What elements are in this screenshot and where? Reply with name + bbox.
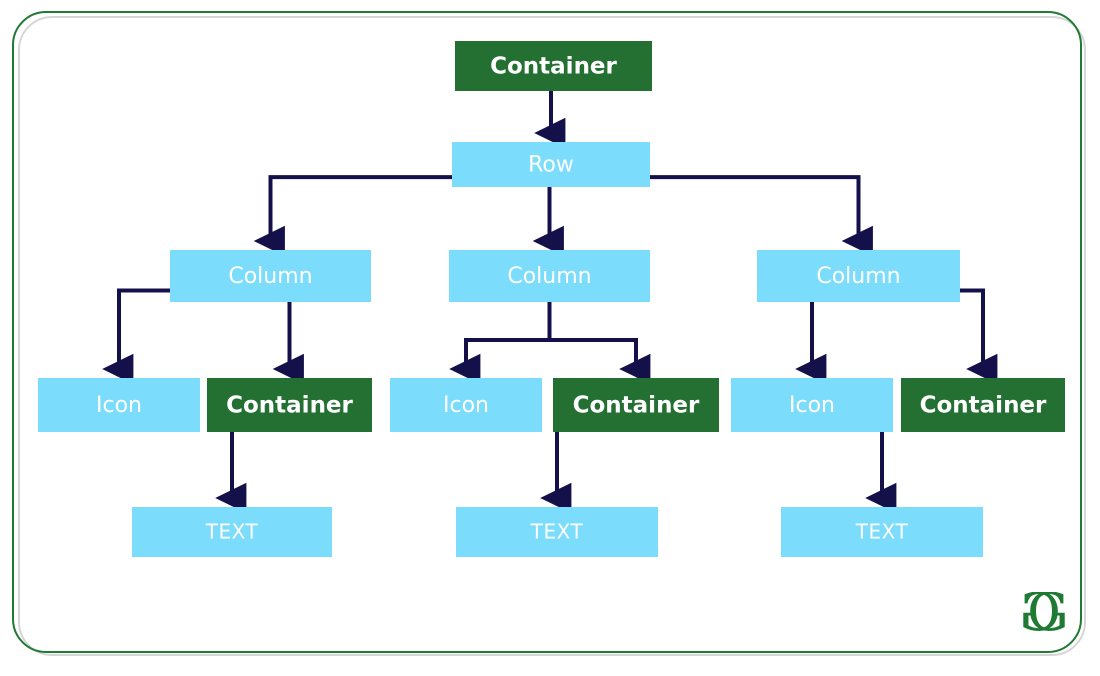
edge-column-2-container-2 (547, 302, 651, 385)
geeksforgeeks-logo: G G (1019, 592, 1069, 640)
node-box[interactable] (455, 41, 652, 91)
node-box[interactable] (207, 378, 372, 432)
node-row[interactable]: Row (452, 142, 650, 187)
node-box[interactable] (757, 250, 960, 302)
node-box[interactable] (781, 507, 983, 557)
node-label: TEXT (530, 520, 584, 544)
outer-frame-border (12, 11, 1082, 653)
node-box[interactable] (731, 378, 893, 432)
node-box[interactable] (132, 507, 332, 557)
node-box[interactable] (901, 378, 1065, 432)
node-label: Container (490, 54, 617, 80)
edge-row-column-1 (253, 175, 452, 257)
node-container-3[interactable]: Container (901, 378, 1065, 432)
node-label: Row (528, 153, 574, 178)
edge-column-3-container-3 (960, 288, 998, 385)
node-box[interactable] (456, 507, 658, 557)
node-icon-1[interactable]: Icon (38, 378, 200, 432)
node-box[interactable] (38, 378, 200, 432)
logo-left-glyph: G (1019, 592, 1061, 640)
node-text-2[interactable]: TEXT (456, 507, 658, 557)
edge-column-1-icon-1 (102, 288, 170, 385)
logo-right-glyph: G (1027, 592, 1069, 640)
frame-shadow (18, 16, 1086, 656)
node-label: Container (226, 393, 353, 419)
node-text-1[interactable]: TEXT (132, 507, 332, 557)
node-label: Column (228, 264, 312, 289)
node-label: Column (816, 264, 900, 289)
edge-row-column-3 (650, 175, 873, 257)
node-icon-2[interactable]: Icon (390, 378, 542, 432)
node-label: TEXT (205, 520, 259, 544)
node-container-1[interactable]: Container (207, 378, 372, 432)
node-container-2[interactable]: Container (553, 378, 719, 432)
node-box[interactable] (390, 378, 542, 432)
node-label: Icon (96, 393, 142, 418)
node-column-3[interactable]: Column (757, 250, 960, 302)
node-label: Icon (443, 393, 489, 418)
node-root-container[interactable]: Container (455, 41, 652, 91)
node-text-3[interactable]: TEXT (781, 507, 983, 557)
node-label: Icon (789, 393, 835, 418)
node-label: Column (507, 264, 591, 289)
edge-column-2-icon-2 (449, 302, 552, 385)
node-column-2[interactable]: Column (449, 250, 650, 302)
node-column-1[interactable]: Column (170, 250, 371, 302)
node-box[interactable] (449, 250, 650, 302)
node-label: TEXT (855, 520, 909, 544)
node-box[interactable] (452, 142, 650, 187)
node-box[interactable] (553, 378, 719, 432)
node-box[interactable] (170, 250, 371, 302)
node-icon-3[interactable]: Icon (731, 378, 893, 432)
node-label: Container (573, 393, 700, 419)
node-label: Container (920, 393, 1047, 419)
connectors-layer (102, 91, 998, 514)
